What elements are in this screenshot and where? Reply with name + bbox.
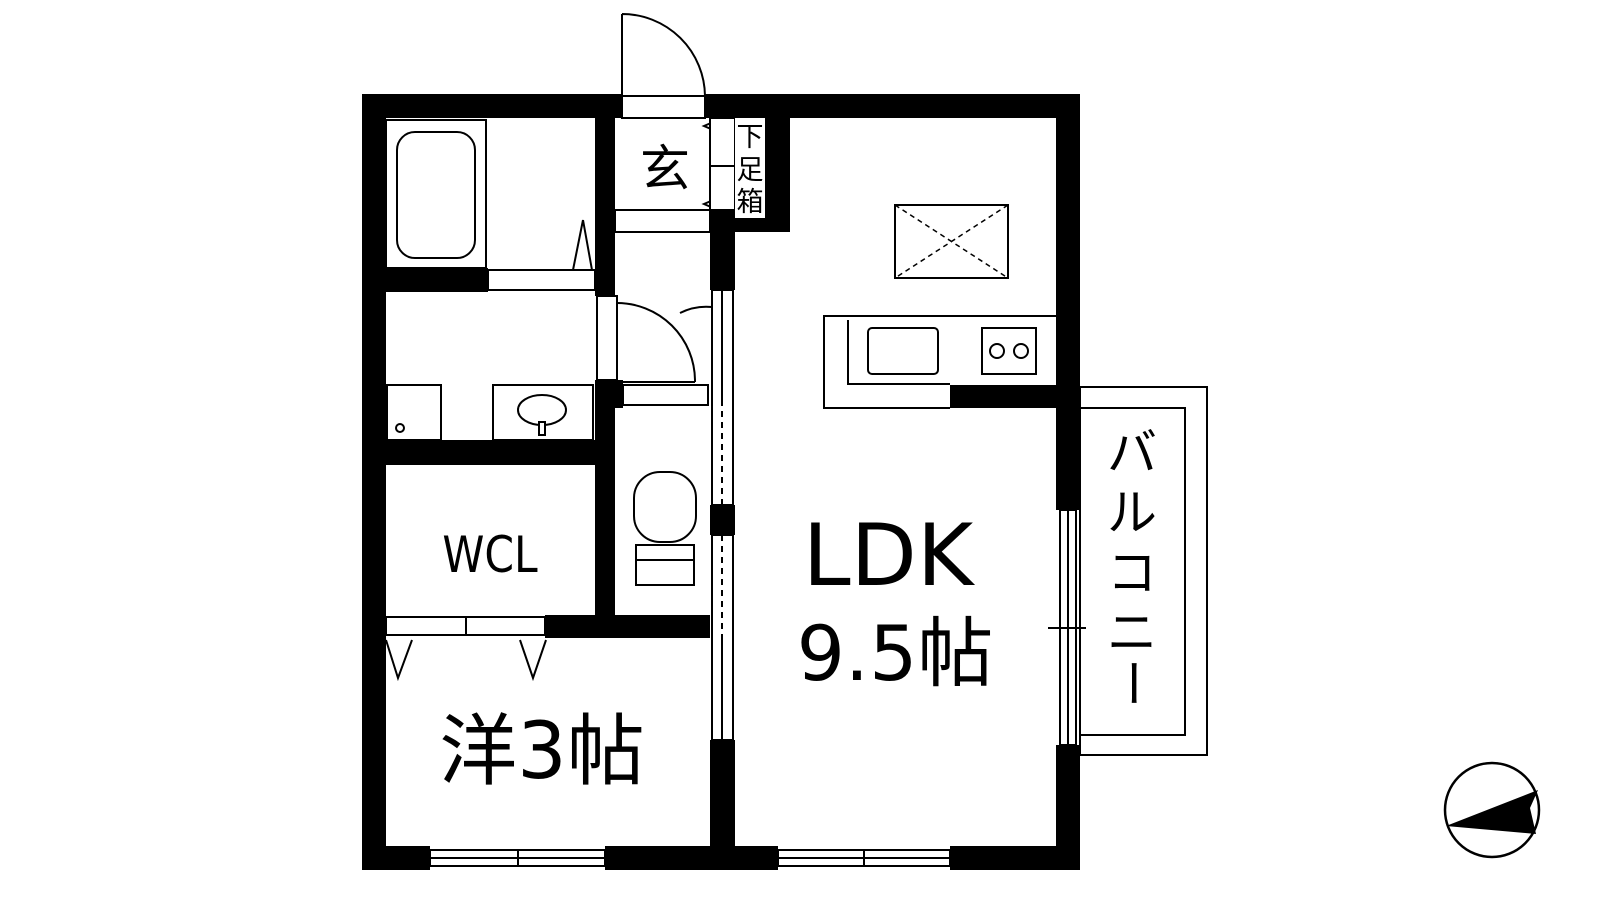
ldk-size-label: 9.5帖 [797, 609, 994, 698]
interior-walls [386, 118, 1056, 870]
balcony-char: バ [1107, 424, 1157, 482]
shoe-cabinet-label-1: 下 [737, 122, 764, 153]
compass-icon [1443, 761, 1541, 859]
bathtub [385, 119, 487, 269]
shoe-cabinet-label-2: 足 [737, 155, 764, 186]
entrance-step [614, 117, 765, 233]
ldk-label: LDK [803, 506, 976, 606]
wash-basin [492, 384, 594, 441]
washing-machine-pan [386, 384, 442, 441]
range-hood [894, 204, 1009, 279]
toilet [633, 471, 697, 586]
balcony [1079, 386, 1208, 756]
balcony-label: バ ル コ ニ ー [1103, 424, 1161, 708]
balcony-char: ー [1103, 658, 1161, 708]
washroom-door [596, 295, 719, 406]
shoe-cabinet-label-3: 箱 [737, 187, 764, 218]
balcony-char: ル [1107, 484, 1157, 542]
western-room-label: 洋3帖 [439, 707, 645, 797]
wcl-label: WCL [442, 526, 537, 584]
bathroom-door [487, 219, 596, 291]
kitchen-counter [823, 315, 1056, 409]
balcony-char: コ [1107, 544, 1157, 602]
balcony-char: ニ [1107, 604, 1157, 662]
entrance-label: 玄 [640, 140, 690, 198]
entrance-door [621, 13, 706, 119]
hall-sliding-doors [711, 289, 734, 741]
closet-doors [385, 616, 547, 682]
outer-walls [362, 94, 1080, 870]
